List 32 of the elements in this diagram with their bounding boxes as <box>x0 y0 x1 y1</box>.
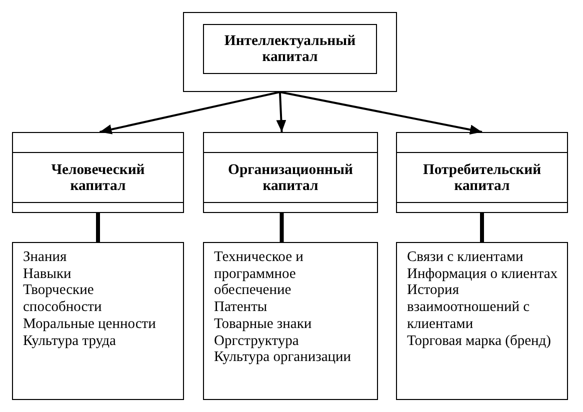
arrow <box>276 92 286 132</box>
list-item: Творческие способности <box>23 282 103 316</box>
connector-line <box>480 213 484 242</box>
list-box <box>396 242 568 400</box>
category-title: Организационный капитал <box>227 162 354 194</box>
category-title: Потребительский капитал <box>422 162 542 194</box>
list-item: Знания <box>23 249 68 266</box>
title-text: Интеллектуальный капитал <box>223 33 357 65</box>
list-box <box>203 242 378 400</box>
list-item: Навыки <box>23 266 72 282</box>
list-box <box>12 242 184 400</box>
list-item: Связи с клиентами <box>407 249 524 266</box>
list-item: Техническое и программное обеспечение <box>214 249 304 300</box>
connector-line <box>280 213 284 242</box>
list-item: Культура труда <box>23 332 117 350</box>
list-item: Торговая марка (бренд) <box>407 332 552 350</box>
arrow <box>280 91 482 135</box>
category-box <box>396 132 568 213</box>
category-box <box>203 132 378 213</box>
category-title: Человеческий капитал <box>50 162 146 194</box>
title-box <box>203 24 377 74</box>
category-box <box>12 132 184 213</box>
list-item: Патенты <box>214 299 268 316</box>
outer-frame-box <box>183 12 397 92</box>
arrow <box>100 91 280 134</box>
connector-line <box>96 213 100 242</box>
list-item: Моральные ценности <box>23 316 157 333</box>
list-item: Информация о клиентах <box>407 266 558 282</box>
list-item: История взаимоотношений с клиентами <box>407 282 531 333</box>
list-item: Товарные знаки <box>214 316 313 333</box>
list-item: Оргструктура <box>214 332 300 350</box>
list-item: Культура организации <box>214 349 352 366</box>
